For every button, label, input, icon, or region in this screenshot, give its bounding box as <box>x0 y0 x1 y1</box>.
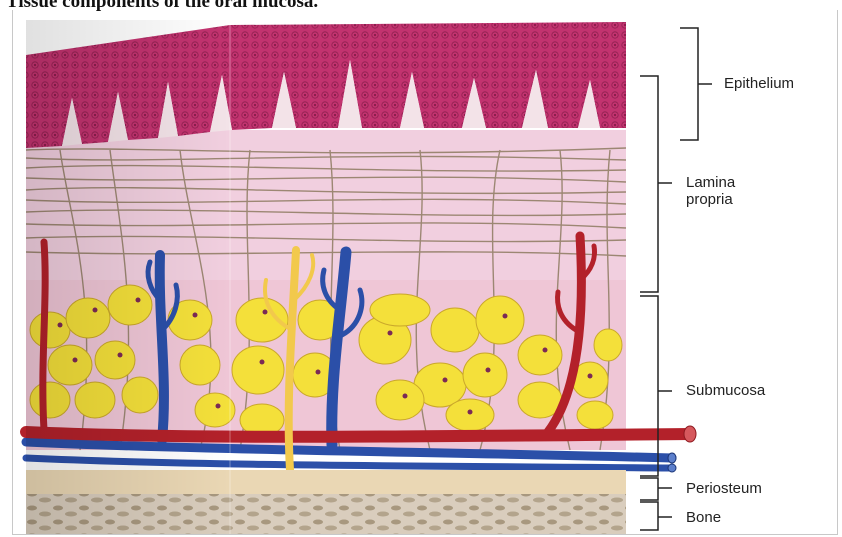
vein-cut-end-2 <box>668 464 676 472</box>
bracket-epithelium <box>680 28 698 140</box>
label-epithelium: Epithelium <box>724 74 794 93</box>
bracket-periosteum <box>640 478 658 500</box>
label-lamina-propria-line2: propria <box>686 190 733 209</box>
label-bone: Bone <box>686 508 721 527</box>
block-side-shade <box>26 20 230 534</box>
label-periosteum: Periosteum <box>686 479 762 498</box>
vein-cut-end <box>668 453 676 463</box>
label-submucosa: Submucosa <box>686 381 765 400</box>
bracket-submucosa <box>640 296 658 476</box>
artery-cut-end <box>684 426 696 442</box>
bracket-bone <box>640 502 658 530</box>
bracket-lamina-propria <box>640 76 658 292</box>
